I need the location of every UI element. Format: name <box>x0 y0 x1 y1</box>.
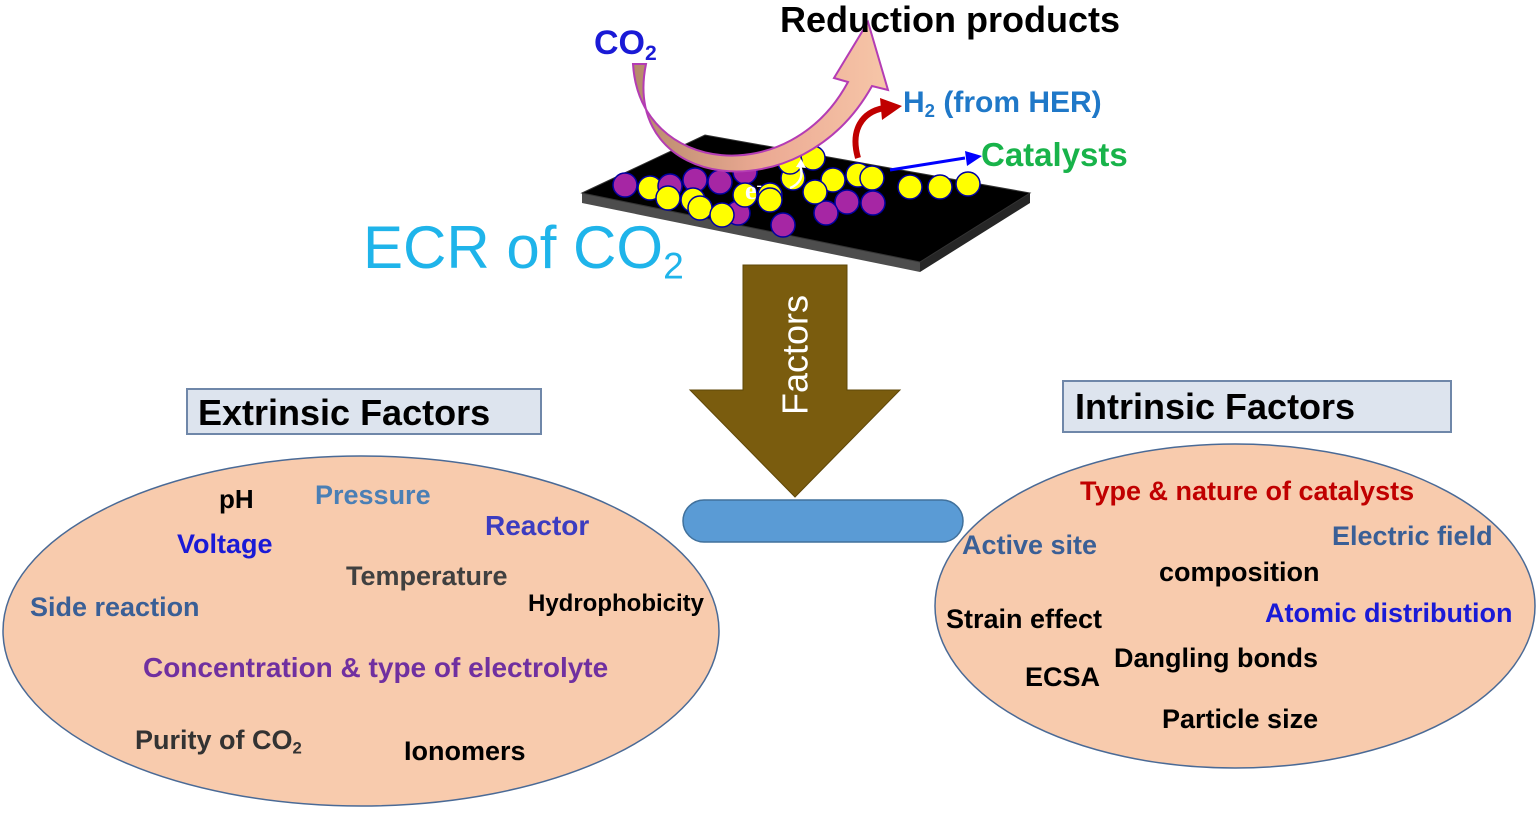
electron-label: e- <box>745 178 762 204</box>
catalyst-atom <box>897 174 923 200</box>
intrinsic-item-composition: composition <box>1159 557 1320 587</box>
intrinsic-item-type-nature: Type & nature of catalysts <box>1080 476 1415 506</box>
extrinsic-title: Extrinsic Factors <box>198 392 491 433</box>
catalyst-atom <box>820 167 846 193</box>
catalyst-atom <box>687 195 713 221</box>
intrinsic-item-active-site: Active site <box>962 530 1098 560</box>
extrinsic-item-voltage: Voltage <box>177 529 273 559</box>
extrinsic-item-hydrophobicity: Hydrophobicity <box>528 590 705 617</box>
intrinsic-item-ecsa: ECSA <box>1025 662 1101 692</box>
intrinsic-ellipse <box>934 443 1536 769</box>
intrinsic-item-dangling-bonds: Dangling bonds <box>1114 643 1318 673</box>
electron-text: e <box>745 176 757 205</box>
intrinsic-item-particle-size: Particle size <box>1162 704 1319 734</box>
electron-arrowhead <box>796 159 806 168</box>
catalyst-atom <box>770 212 796 238</box>
catalyst-atom <box>732 182 758 208</box>
h2-label: H2 (from HER) <box>903 86 1102 122</box>
intrinsic-item-strain-effect: Strain effect <box>946 604 1103 634</box>
catalyst-atom <box>612 172 638 198</box>
intrinsic-title-box <box>1062 380 1452 433</box>
extrinsic-item-reactor: Reactor <box>485 510 590 541</box>
extrinsic-ellipse <box>2 455 720 807</box>
extrinsic-item-ph: pH <box>219 484 254 514</box>
co2-subscript: 2 <box>645 41 657 65</box>
catalysts-arrow <box>889 156 966 172</box>
factors-arrow <box>688 264 902 498</box>
h2-text: H <box>903 86 925 119</box>
h2-suffix: (from HER) <box>935 86 1102 119</box>
catalysts-arrowhead <box>965 151 982 166</box>
catalyst-atom <box>834 189 860 215</box>
connector-pill <box>682 499 964 543</box>
co2-label: CO2 <box>594 24 657 64</box>
extrinsic-item-temperature: Temperature <box>346 561 508 591</box>
substrate-side <box>582 193 920 272</box>
extrinsic-item-electrolyte: Concentration & type of electrolyte <box>143 652 609 683</box>
catalyst-atom <box>757 187 783 213</box>
extrinsic-title-box <box>186 388 542 435</box>
extrinsic-item-purity-text: Purity of CO <box>135 725 293 755</box>
catalyst-atom <box>860 190 886 216</box>
intrinsic-item-atomic-distribution: Atomic distribution <box>1265 598 1513 628</box>
extrinsic-item-side-reaction: Side reaction <box>30 592 200 622</box>
catalyst-atom <box>859 165 885 191</box>
conversion-arrow <box>631 19 890 173</box>
extrinsic-item-pressure: Pressure <box>315 480 431 510</box>
her-arrow <box>852 105 885 159</box>
catalyst-atom <box>709 202 735 228</box>
diagram-title-text: ECR of CO <box>363 214 664 281</box>
electron-arrow <box>789 165 803 190</box>
extrinsic-item-purity-subscript: 2 <box>292 738 302 758</box>
catalyst-atom <box>927 174 953 200</box>
reduction-products-label: Reduction products <box>780 0 1120 40</box>
electron-superscript: - <box>756 177 762 195</box>
catalyst-atom <box>955 171 981 197</box>
catalyst-atom <box>802 179 828 205</box>
extrinsic-item-purity: Purity of CO2 <box>135 725 302 757</box>
factors-arrow-label: Factors <box>775 295 816 415</box>
h2-subscript: 2 <box>924 100 936 122</box>
catalyst-atom <box>813 200 839 226</box>
intrinsic-title: Intrinsic Factors <box>1075 386 1356 427</box>
intrinsic-item-electric-field: Electric field <box>1332 521 1493 551</box>
catalyst-atom <box>655 185 681 211</box>
co2-text: CO <box>594 24 645 62</box>
extrinsic-item-ionomers: Ionomers <box>404 736 526 766</box>
diagram-title: ECR of CO2 <box>363 218 684 285</box>
catalyst-atoms <box>612 145 981 238</box>
catalysts-label: Catalysts <box>981 136 1128 173</box>
catalyst-atom <box>707 169 733 195</box>
substrate-side-right <box>920 193 1030 272</box>
diagram-title-subscript: 2 <box>663 244 684 287</box>
her-arrowhead <box>880 98 902 120</box>
